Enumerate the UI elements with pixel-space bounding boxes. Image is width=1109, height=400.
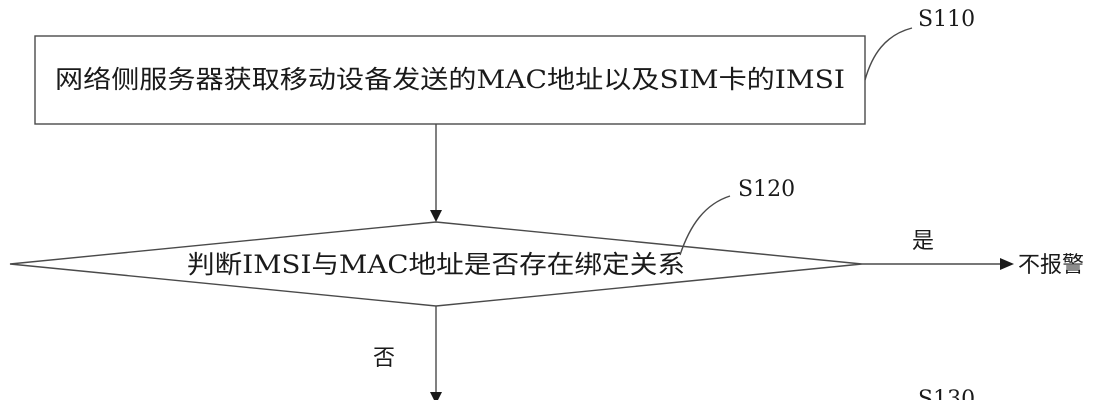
step-s110-box <box>34 35 866 125</box>
step-s110-id: S110 <box>918 7 975 32</box>
connector-s110-s120-arrowhead <box>430 210 442 222</box>
step-s120-leader <box>679 195 731 256</box>
step-s120-text: 判断IMSI与MAC地址是否存在绑定关系 <box>187 250 685 279</box>
branch-no-arrowhead <box>430 392 442 400</box>
branch-yes-label: 是 <box>912 229 934 254</box>
branch-yes-arrowhead <box>1000 258 1014 270</box>
step-s130-id: S130 <box>918 387 975 400</box>
step-s110-text: 网络侧服务器获取移动设备发送的MAC地址以及SIM卡的IMSI <box>55 65 845 94</box>
step-s110-leader <box>864 27 913 81</box>
step-s120-id: S120 <box>738 177 795 202</box>
branch-no-label: 否 <box>373 346 395 371</box>
branch-yes-result: 不报警 <box>1018 253 1084 278</box>
